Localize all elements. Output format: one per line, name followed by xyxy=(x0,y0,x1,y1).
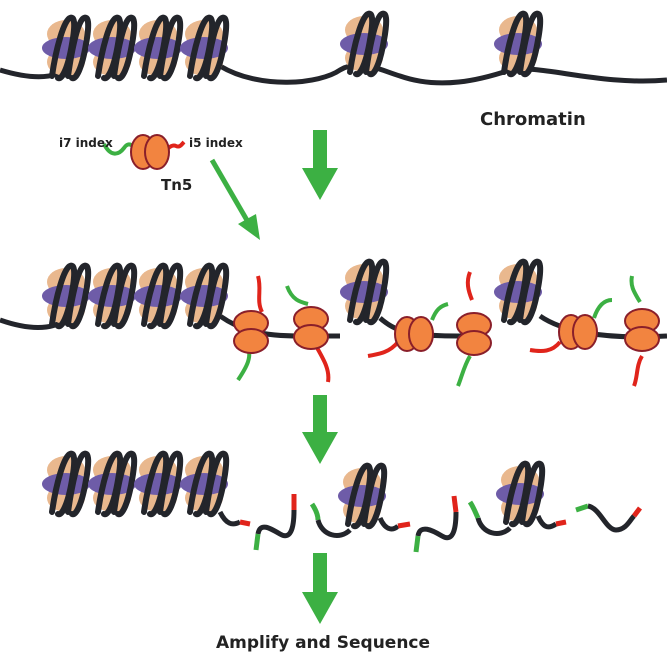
nucleosome xyxy=(180,266,228,327)
nucleosome xyxy=(340,262,388,323)
nucleosome xyxy=(88,454,136,515)
nucleosome xyxy=(180,18,228,79)
nucleosome xyxy=(88,266,136,327)
stage-tagmentation xyxy=(0,262,667,387)
dna-fragment xyxy=(253,494,297,551)
arrow-2 xyxy=(302,395,338,464)
nucleosome xyxy=(494,262,542,323)
nucleosome xyxy=(494,14,542,75)
tn5-bound xyxy=(394,316,434,352)
dna-fragment xyxy=(575,503,642,533)
nucleosome xyxy=(134,18,182,79)
nucleosome xyxy=(42,266,90,327)
dna-fragment-nucleosome xyxy=(467,464,567,536)
stage-intact-chromatin xyxy=(0,14,667,86)
dna-fragment-nucleosome xyxy=(309,466,411,538)
nucleosome xyxy=(88,18,136,79)
dna-fragment xyxy=(413,495,459,553)
nucleosome xyxy=(180,454,228,515)
tn5-bound xyxy=(558,314,598,350)
nucleosome xyxy=(134,266,182,327)
nucleosome xyxy=(134,454,182,515)
nucleosome xyxy=(42,18,90,79)
nucleosome xyxy=(42,454,90,515)
tn5-bound xyxy=(233,310,269,354)
stage-fragments xyxy=(42,454,642,553)
tn5-bound xyxy=(624,308,660,352)
i5-index-label: i5 index xyxy=(189,136,243,150)
arrow-tn5 xyxy=(209,158,260,240)
tn5-transposase xyxy=(130,134,170,170)
amplify-sequence-label: Amplify and Sequence xyxy=(216,633,431,653)
tn5-bound xyxy=(456,312,492,356)
tn5-bound xyxy=(293,306,329,350)
i7-index-label: i7 index xyxy=(59,136,113,150)
chromatin-label: Chromatin xyxy=(480,109,586,130)
arrow-3 xyxy=(302,553,338,624)
arrow-1 xyxy=(302,130,338,200)
tn5-legend xyxy=(102,134,186,170)
tn5-label: Tn5 xyxy=(161,176,193,194)
